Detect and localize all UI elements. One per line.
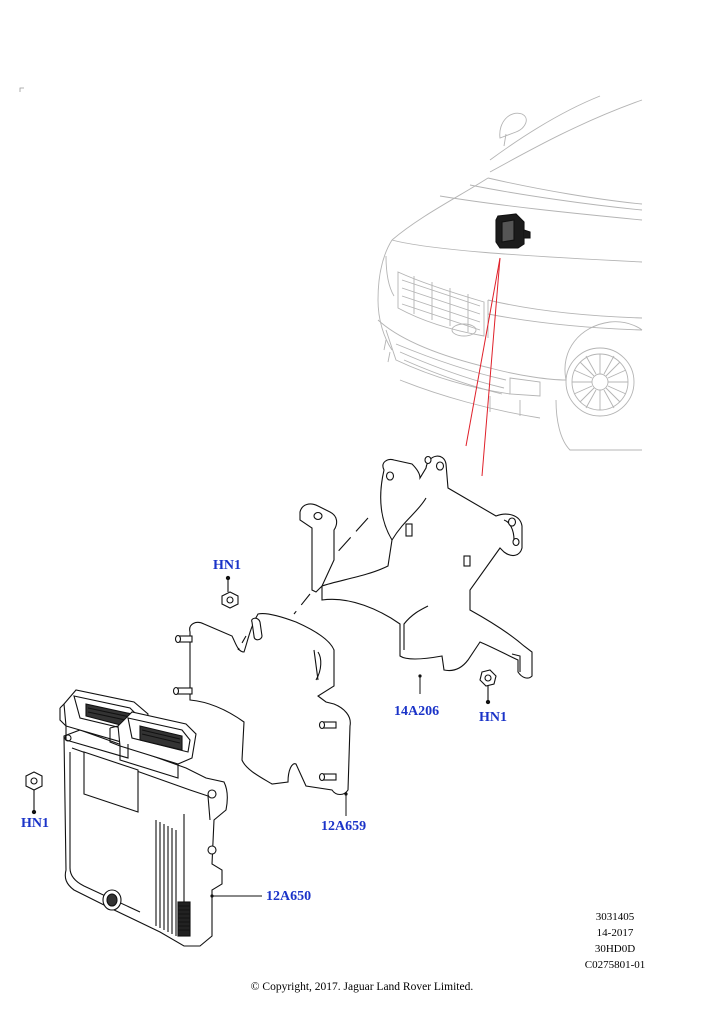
callout-12A659: 12A659 [321,819,367,834]
callout-hn1-left: HN1 [21,816,49,831]
callout-12A650: 12A650 [266,889,312,904]
leader-12A659 [344,792,348,816]
location-leader-lines [465,257,501,477]
copyright-notice: © Copyright, 2017. Jaguar Land Rover Lim… [250,981,474,993]
control-module-12A650 [59,689,228,947]
vehicle-module-location-icon [495,213,531,249]
corner-mark [19,87,24,92]
reference-number: 3031405 [595,911,635,923]
leader-14A206 [418,674,422,694]
leader-12A650 [210,894,262,898]
upper-bracket-14A206 [293,455,533,679]
reference-date: 14-2017 [596,927,634,939]
reference-code: 30HD0D [594,943,636,955]
nut-hn1-left [25,771,43,815]
reference-id: C0275801-01 [584,959,646,971]
illustration-reference-block: 3031405 14-2017 30HD0D C0275801-01 [570,909,660,973]
nut-hn1-right [479,669,497,705]
callout-14A206: 14A206 [394,704,440,719]
vehicle-front-illustration [377,95,643,451]
callout-hn1-top: HN1 [213,558,241,573]
callout-hn1-right: HN1 [479,710,507,725]
lower-bracket-12A659 [172,612,351,796]
nut-hn1-top [221,575,239,609]
